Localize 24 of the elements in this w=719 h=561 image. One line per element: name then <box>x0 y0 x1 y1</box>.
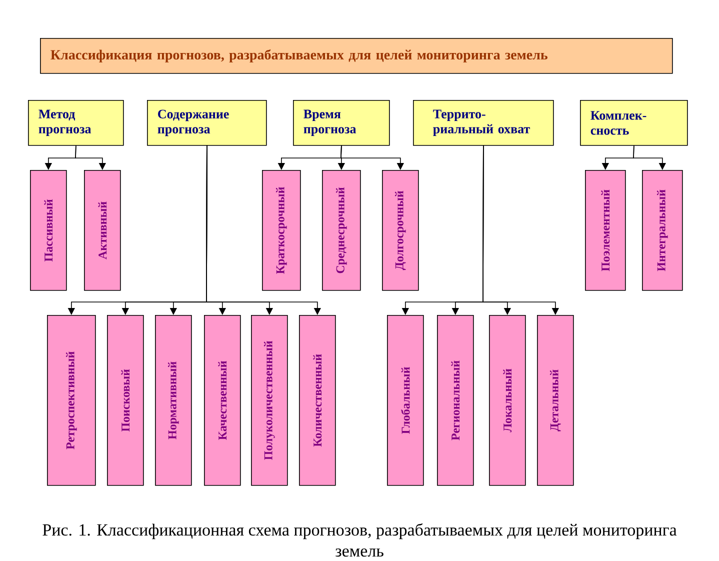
type-box: Краткосрочный <box>262 170 301 291</box>
type-box: Активный <box>84 170 121 291</box>
type-box: Качественный <box>204 315 241 486</box>
type-box: Долгосрочный <box>382 170 419 291</box>
type-box: Полуколичественный <box>251 315 288 486</box>
type-box: Количественный <box>299 315 336 486</box>
category-box: Время прогноза <box>293 100 390 146</box>
type-box: Локальный <box>489 315 526 486</box>
type-box: Детальный <box>537 315 574 486</box>
type-box: Глобальный <box>387 315 424 486</box>
title-box: Классификация прогнозов, разрабатываемых для целей мониторинга земель <box>40 38 673 74</box>
category-box: Содержание прогноза <box>147 100 267 146</box>
type-box: Ретроспективный <box>47 315 96 486</box>
type-box: Интегральный <box>642 170 683 291</box>
type-box: Пассивный <box>30 170 67 291</box>
type-box: Поэлементный <box>585 170 626 291</box>
category-box: Террито-риальный охват <box>413 100 554 146</box>
type-box: Региональный <box>437 315 474 486</box>
caption: Рис. 1. Классификационная схема прогнозов, разрабатываемых для целей мониторинга земель <box>42 523 677 557</box>
category-box: Комплек-сность <box>580 100 688 146</box>
type-box: Среднесрочный <box>322 170 361 291</box>
type-box: Нормативный <box>155 315 192 486</box>
category-box: Метод прогноза <box>28 100 124 146</box>
type-box: Поисковый <box>107 315 144 486</box>
